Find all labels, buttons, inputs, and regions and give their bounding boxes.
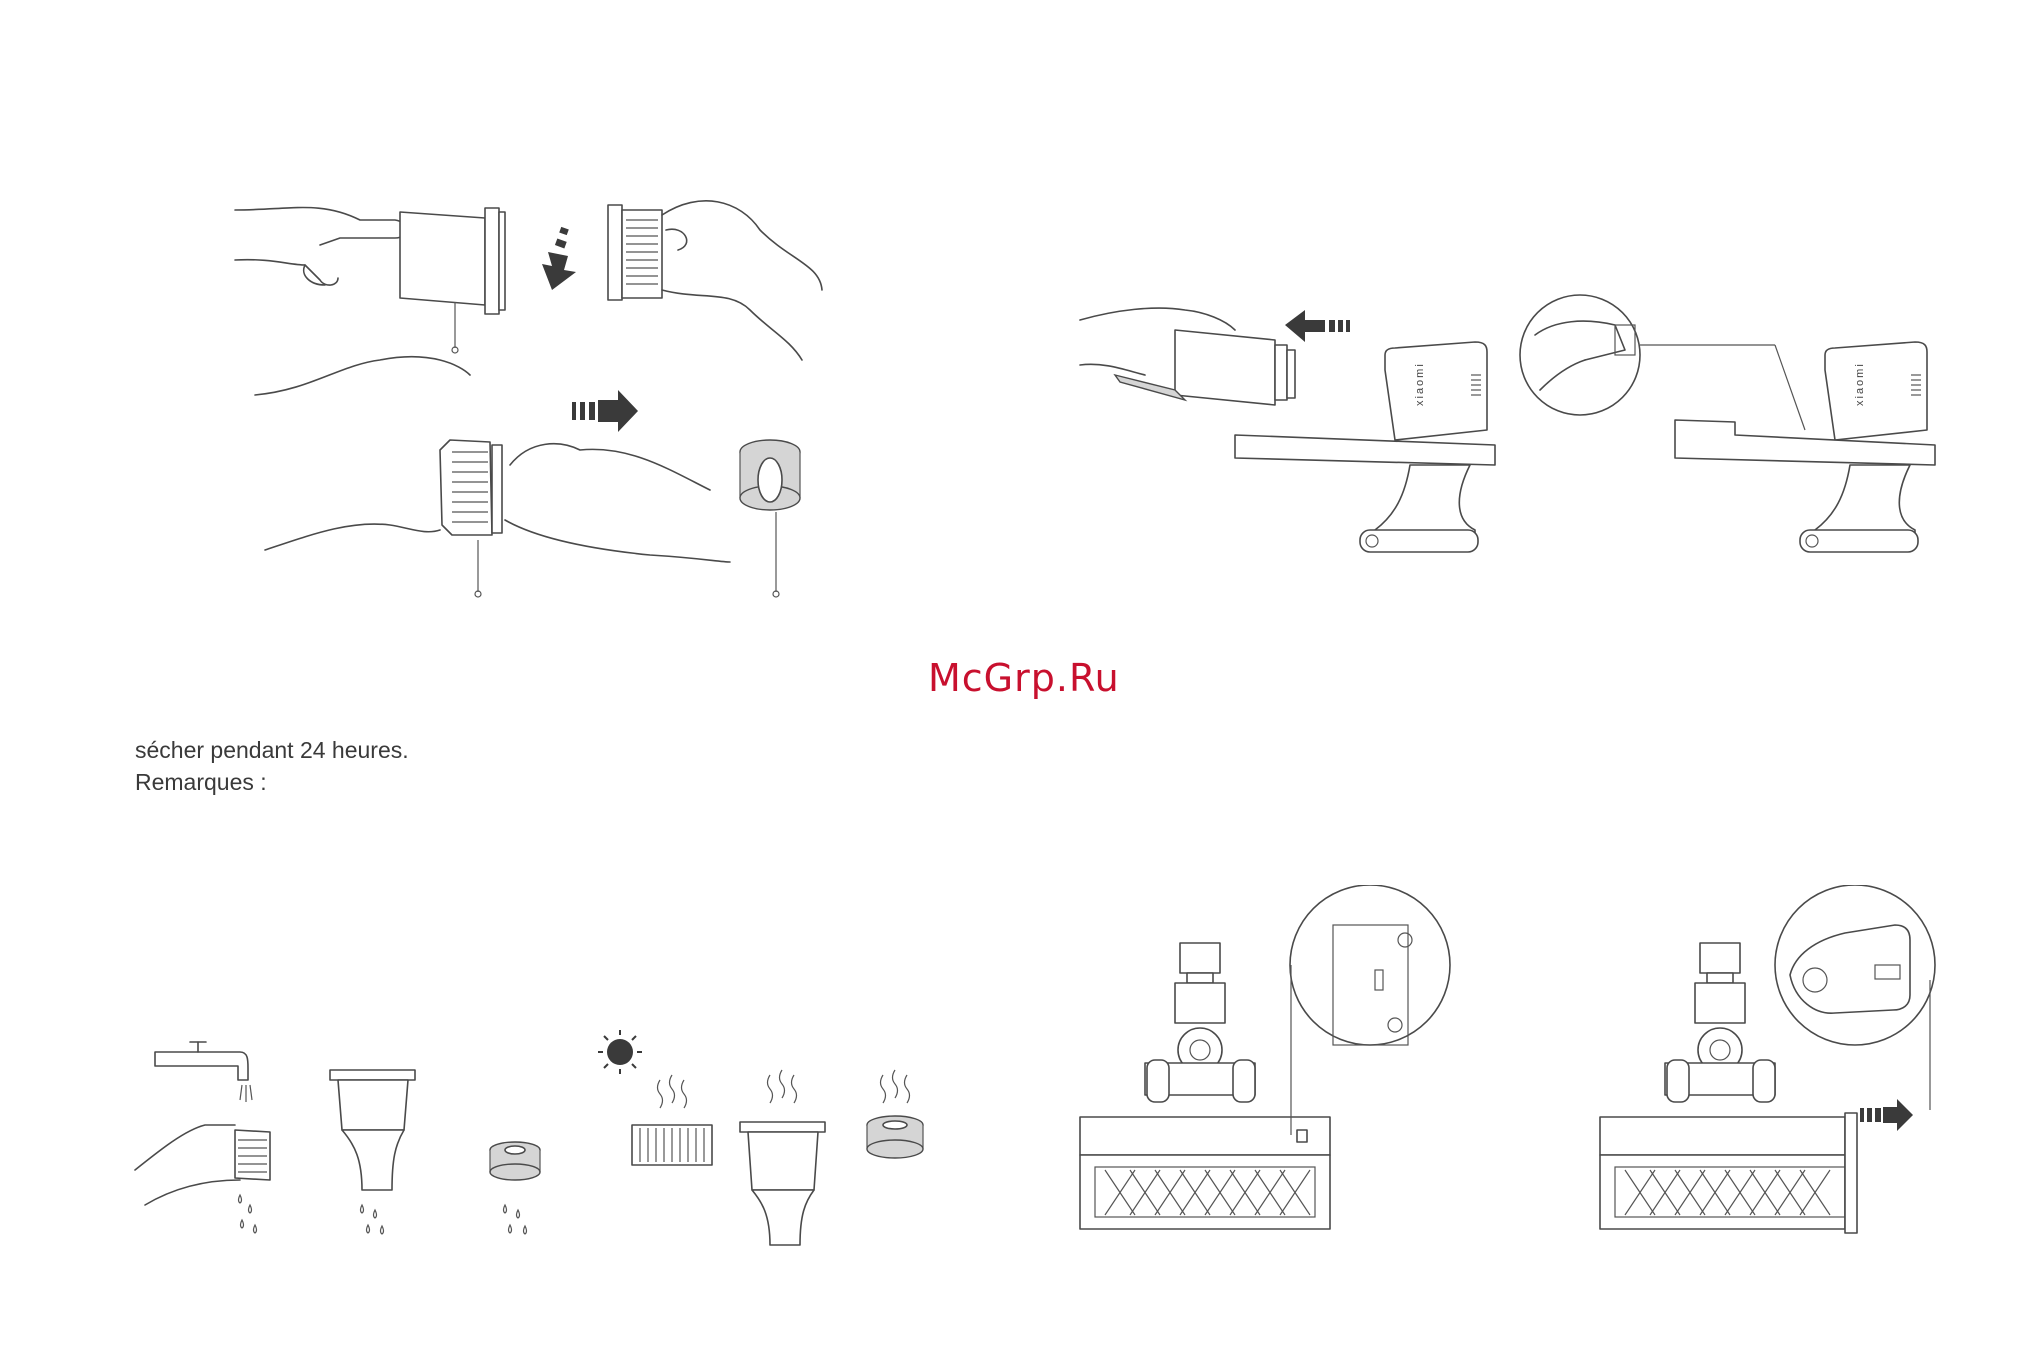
svg-text:xiaomi: xiaomi: [1854, 362, 1866, 406]
arrow-right-icon: [572, 390, 638, 432]
steam-icon: [768, 1070, 797, 1103]
brush-head-illustration: [1075, 885, 1955, 1255]
water-drops-icon: [239, 1195, 257, 1233]
svg-text:xiaomi: xiaomi: [1414, 362, 1426, 406]
filter-removal-illustration: [230, 190, 850, 610]
water-drops-icon: [361, 1205, 384, 1234]
faucet-icon: [155, 1042, 252, 1102]
vacuum-body-cleaning-illustration: xiaomi xiaomi: [1075, 280, 1945, 570]
text-line-remarks: Remarques :: [135, 769, 267, 796]
water-drops-icon: [504, 1205, 527, 1234]
arrow-down-icon: [542, 227, 576, 290]
washing-drying-illustration: [130, 1030, 950, 1250]
sun-icon: [598, 1030, 642, 1074]
steam-icon: [881, 1070, 910, 1103]
text-line-dry: sécher pendant 24 heures.: [135, 737, 409, 764]
watermark: McGrp.Ru: [928, 656, 1128, 712]
steam-icon: [658, 1075, 687, 1108]
arrow-left-icon: [1285, 310, 1350, 342]
arrow-right-icon: [1860, 1099, 1913, 1131]
